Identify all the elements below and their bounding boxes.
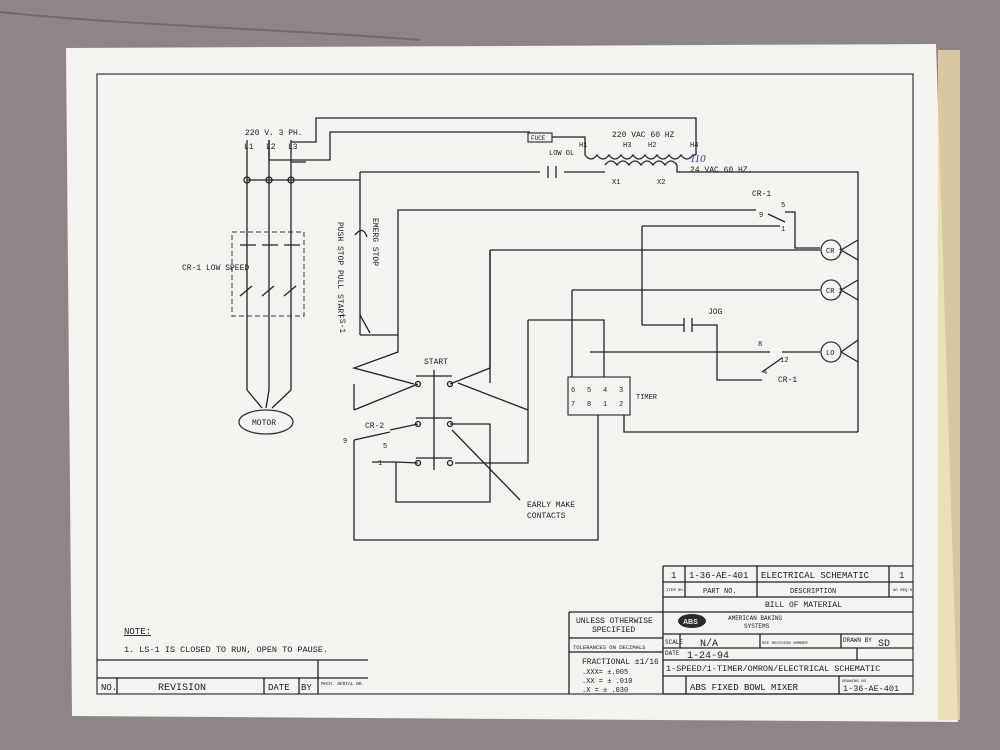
phase-l1: L1 [244, 143, 254, 152]
svg-text:4: 4 [763, 369, 767, 377]
early-make-label-1: EARLY MAKE [527, 501, 575, 510]
supply-label: 220 V. 3 PH. [245, 129, 303, 138]
svg-text:4: 4 [603, 387, 607, 395]
svg-text:3: 3 [619, 387, 623, 395]
svg-text:SYSTEMS: SYSTEMS [744, 623, 770, 630]
cr1-top-label: CR-1 [752, 190, 771, 199]
bom-qty: 1 [671, 571, 676, 581]
timer-block [567, 376, 631, 416]
svg-text:DATE: DATE [665, 650, 680, 657]
low-ol-label: LOW OL [549, 150, 574, 158]
svg-text:2: 2 [619, 401, 623, 409]
bom-no: 1 [899, 571, 904, 581]
rev-no-header: NO. [101, 683, 117, 693]
drawing-border [96, 73, 914, 695]
svg-text:ITEM NO.: ITEM NO. [666, 589, 685, 593]
transformer-primary-label: 220 VAC 60 HZ [612, 131, 675, 140]
svg-text:PART NO.: PART NO. [703, 588, 737, 596]
bom-part: 1-36-AE-401 [689, 571, 748, 581]
rev-date-header: DATE [268, 683, 290, 693]
svg-text:X2: X2 [657, 179, 665, 187]
company-label: AMERICAN BAKING [728, 615, 782, 622]
svg-text:8: 8 [758, 341, 762, 349]
svg-text:CR 1: CR 1 [826, 248, 843, 256]
cr1-low-speed-label: CR-1 LOW SPEED [182, 264, 249, 273]
phase-l3: L3 [288, 143, 298, 152]
svg-text:DRAWN BY: DRAWN BY [843, 637, 872, 644]
svg-text:H1: H1 [579, 142, 587, 150]
svg-text:DESCRIPTION: DESCRIPTION [790, 588, 836, 596]
svg-text:7: 7 [571, 401, 575, 409]
handwritten-note: 110 [690, 153, 706, 165]
tolerances-label: TOLERANCES ON DECIMALS [573, 644, 646, 651]
early-make-label-2: CONTACTS [527, 512, 566, 521]
svg-text:1: 1 [781, 226, 785, 234]
svg-text:LO: LO [826, 350, 834, 358]
note-heading: NOTE: [124, 627, 151, 637]
transformer-secondary-label: 24 VAC 60 HZ. [690, 166, 752, 175]
push-stop-label: PUSH STOP PULL START [335, 222, 344, 318]
svg-text:12: 12 [780, 357, 788, 365]
rev-mach-header: MACH. SERIAL NO. [321, 681, 364, 687]
motor-label: MOTOR [252, 419, 276, 428]
svg-text:CR 2: CR 2 [826, 288, 843, 296]
bom-title: BILL OF MATERIAL [765, 601, 842, 610]
svg-text:8: 8 [587, 401, 591, 409]
svg-text:SPECIFIED: SPECIFIED [592, 626, 635, 635]
scale-value: N/A [700, 638, 718, 650]
svg-text:6: 6 [571, 387, 575, 395]
start-label: START [424, 358, 448, 367]
abs-logo [678, 614, 706, 628]
svg-text:H4: H4 [690, 142, 698, 150]
svg-text:SEE REVISION NUMBER: SEE REVISION NUMBER [762, 642, 808, 646]
ls1-label: LS-1 [337, 314, 346, 333]
phase-l2: L2 [266, 143, 276, 152]
bom-description: ELECTRICAL SCHEMATIC [761, 571, 870, 581]
drawing-number: 1-36-AE-401 [843, 684, 899, 694]
rev-by-header: BY [301, 683, 312, 693]
svg-text:H2: H2 [648, 142, 656, 150]
rev-revision-header: REVISION [158, 683, 206, 694]
svg-text:9: 9 [759, 212, 763, 220]
svg-text:SCALE: SCALE [665, 639, 683, 646]
date-value: 1-24-94 [687, 651, 729, 662]
svg-text:1: 1 [603, 401, 607, 409]
svg-text:H3: H3 [623, 142, 631, 150]
timer-label: TIMER [636, 394, 658, 402]
svg-text:5: 5 [383, 443, 387, 451]
svg-text:.XXX= ±.005: .XXX= ±.005 [582, 669, 628, 677]
fuse-label: FUCE [531, 135, 546, 142]
unless-label: UNLESS OTHERWISE [576, 617, 653, 626]
svg-text:5: 5 [587, 387, 591, 395]
svg-text:ABS: ABS [683, 619, 698, 626]
drawn-by-value: SD [878, 639, 890, 650]
cr2-label: CR-2 [365, 422, 384, 431]
svg-text:DRAWING NO.: DRAWING NO. [842, 680, 868, 684]
cr1-lower-label: CR-1 [778, 376, 797, 385]
emerg-stop-label: EMERG STOP [370, 218, 379, 266]
motor-symbol [238, 409, 294, 435]
svg-text:NO REQ'D: NO REQ'D [893, 588, 913, 593]
svg-text:1: 1 [378, 460, 382, 468]
svg-text:5: 5 [781, 202, 785, 210]
svg-text:FRACTIONAL ±1/16: FRACTIONAL ±1/16 [582, 658, 659, 667]
jog-label: JOG [708, 308, 723, 317]
note-text: 1. LS-1 IS CLOSED TO RUN, OPEN TO PAUSE. [124, 645, 328, 655]
drawing-title: 1-SPEED/1-TIMER/OMRON/ELECTRICAL SCHEMAT… [666, 664, 880, 674]
svg-text:9: 9 [343, 438, 347, 446]
svg-text:.X = ± .030: .X = ± .030 [582, 687, 628, 695]
drawing-name: ABS FIXED BOWL MIXER [690, 683, 799, 693]
svg-text:X1: X1 [612, 179, 620, 187]
svg-text:.XX = ± .010: .XX = ± .010 [582, 678, 632, 686]
